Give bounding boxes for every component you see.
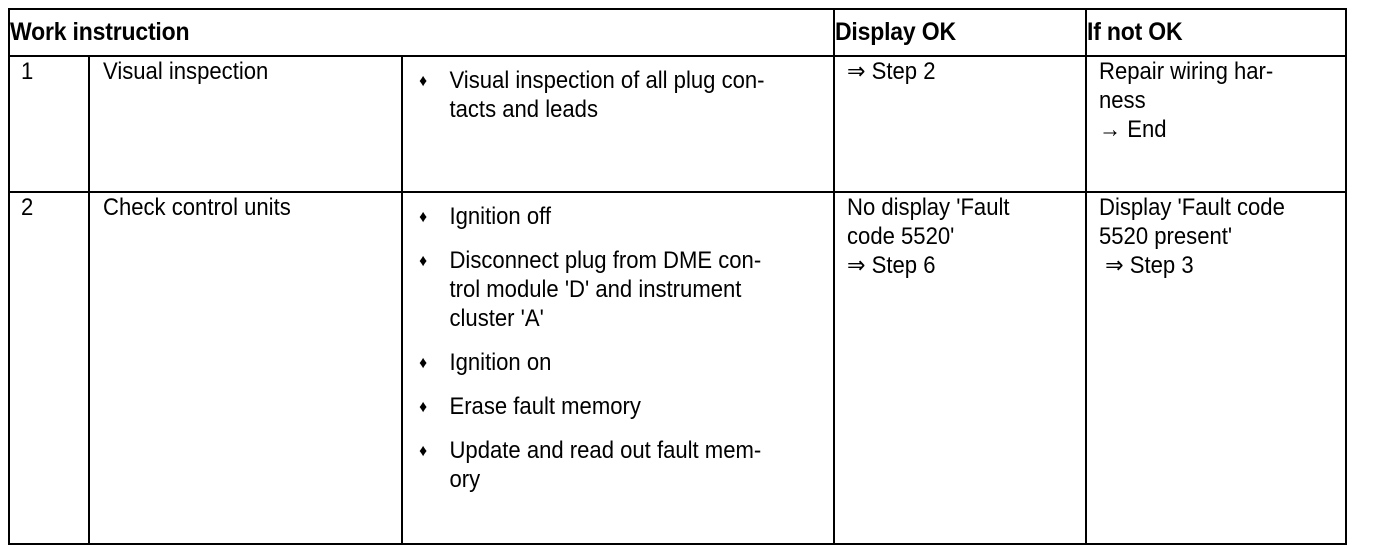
- list-item: ♦ Ignition off: [409, 202, 827, 231]
- detail-line: Disconnect plug from DME con-: [449, 247, 762, 274]
- header-cell-work-instruction: Work instruction: [8, 8, 835, 57]
- detail-line: trol module 'D' and instrument: [449, 276, 742, 303]
- list-item: ♦ Disconnect plug from DME con- trol mod…: [409, 246, 827, 333]
- table-header-row: Work instruction Display OK If not OK: [8, 8, 1347, 57]
- cell-if-not-ok: Repair wiring har- ness → End: [1085, 55, 1347, 193]
- header-cell-display-ok: Display OK: [833, 8, 1087, 57]
- diamond-bullet-icon: ♦: [419, 251, 428, 270]
- step-number-value: 1: [21, 58, 34, 85]
- display-ok-line: ⇒ Step 6: [847, 252, 936, 279]
- diamond-bullet-icon: ♦: [419, 207, 428, 226]
- detail-line: tacts and leads: [449, 96, 599, 123]
- if-not-ok-line: Display 'Fault code: [1099, 194, 1285, 221]
- detail-line: Visual inspection of all plug con-: [449, 67, 765, 94]
- display-ok-line: code 5520': [847, 223, 955, 250]
- cell-step-number: 1: [8, 55, 90, 193]
- cell-task-details: ♦ Visual inspection of all plug con- tac…: [401, 55, 835, 193]
- list-item: ♦ Ignition on: [409, 348, 827, 377]
- list-item: ♦ Update and read out fault mem- ory: [409, 436, 827, 494]
- detail-bullet-list: ♦ Visual inspection of all plug con- tac…: [409, 66, 827, 124]
- cell-task-details: ♦ Ignition off ♦ Disconnect plug from DM…: [401, 191, 835, 545]
- detail-line: Ignition on: [449, 349, 552, 376]
- page-root: Work instruction Display OK If not OK 1 …: [8, 8, 1347, 545]
- diamond-bullet-icon: ♦: [419, 71, 428, 90]
- detail-line: cluster 'A': [449, 305, 544, 332]
- detail-line: ory: [449, 466, 481, 493]
- detail-line: Update and read out fault mem-: [449, 437, 762, 464]
- header-cell-if-not-ok: If not OK: [1085, 8, 1347, 57]
- diamond-bullet-icon: ♦: [419, 441, 428, 460]
- work-instruction-table: Work instruction Display OK If not OK 1 …: [8, 8, 1347, 545]
- cell-if-not-ok: Display 'Fault code 5520 present' ⇒ Step…: [1085, 191, 1347, 545]
- cell-display-ok: ⇒ Step 2: [833, 55, 1087, 193]
- if-not-ok-line: → End: [1099, 116, 1167, 143]
- diamond-bullet-icon: ♦: [419, 397, 428, 416]
- step-number-value: 2: [21, 194, 34, 221]
- table-row: 2 Check control units ♦ Ignition off: [8, 191, 1347, 545]
- cell-task-name: Check control units: [88, 191, 403, 545]
- cell-step-number: 2: [8, 191, 90, 545]
- list-item: ♦ Visual inspection of all plug con- tac…: [409, 66, 827, 124]
- if-not-ok-line: 5520 present': [1099, 223, 1233, 250]
- task-name-value: Check control units: [103, 194, 291, 221]
- table-row: 1 Visual inspection ♦ Visual inspection …: [8, 55, 1347, 193]
- cell-task-name: Visual inspection: [88, 55, 403, 193]
- task-name-value: Visual inspection: [103, 58, 269, 85]
- if-not-ok-line: Repair wiring har-: [1099, 58, 1274, 85]
- detail-line: Ignition off: [449, 203, 551, 230]
- header-label-work-instruction: Work instruction: [10, 18, 190, 46]
- list-item: ♦ Erase fault memory: [409, 392, 827, 421]
- if-not-ok-line: ness: [1099, 87, 1146, 114]
- diamond-bullet-icon: ♦: [419, 353, 428, 372]
- header-label-if-not-ok: If not OK: [1087, 18, 1183, 46]
- detail-line: Erase fault memory: [449, 393, 641, 420]
- display-ok-line: ⇒ Step 2: [847, 58, 936, 85]
- display-ok-line: No display 'Fault: [847, 194, 1010, 221]
- cell-display-ok: No display 'Fault code 5520' ⇒ Step 6: [833, 191, 1087, 545]
- detail-bullet-list: ♦ Ignition off ♦ Disconnect plug from DM…: [409, 202, 827, 494]
- if-not-ok-line: ⇒ Step 3: [1099, 252, 1194, 279]
- header-label-display-ok: Display OK: [835, 18, 956, 46]
